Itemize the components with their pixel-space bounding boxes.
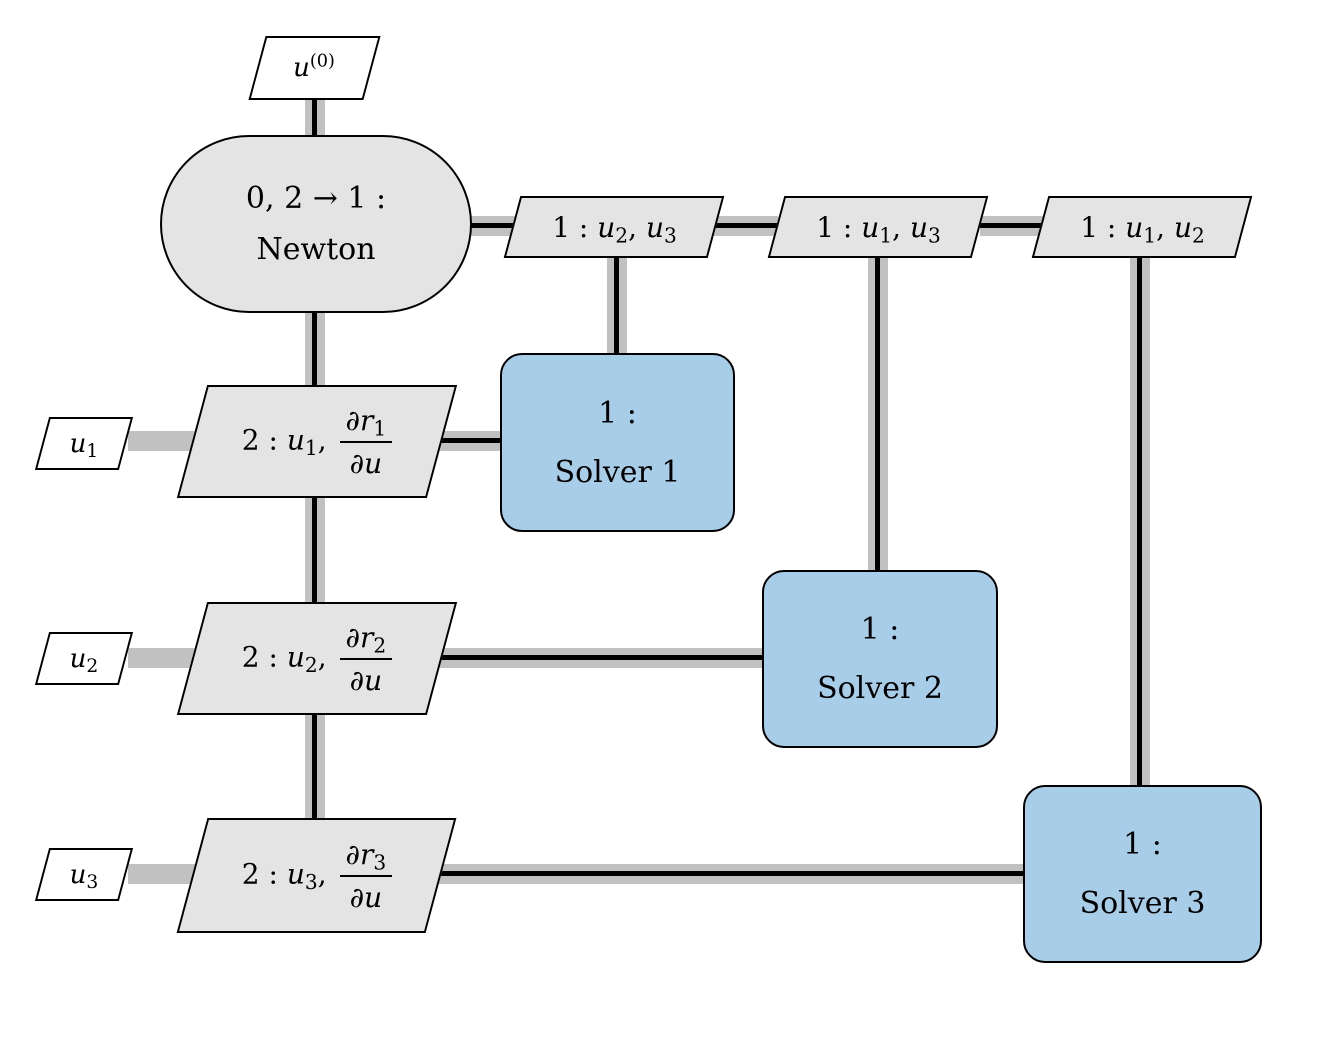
output-1-label: 1 : u2, u3	[552, 210, 677, 248]
newton-output-node-2: 1 : u1, u3	[768, 196, 989, 258]
newton-step-label: 0, 2 → 1 :	[245, 181, 387, 216]
input-u1-node: u1	[35, 417, 133, 470]
input-u0-node: u(0)	[248, 36, 380, 100]
jacobian-fraction-3: ∂r3∂u	[339, 838, 393, 914]
solver-1-node: 1 : Solver 1	[500, 353, 735, 532]
process-line-res2-res3	[312, 711, 317, 823]
solver-2-node: 1 : Solver 2	[762, 570, 998, 748]
output-2-label: 1 : u1, u3	[816, 210, 941, 248]
newton-name-label: Newton	[256, 232, 376, 267]
process-line-out2-out3	[980, 223, 1048, 228]
newton-output-node-3: 1 : u1, u2	[1032, 196, 1253, 258]
output-3-label: 1 : u1, u2	[1080, 210, 1205, 248]
solver-3-step-label: 1 :	[1123, 827, 1162, 862]
process-line-out1-out2	[708, 223, 778, 228]
residual-2-label: 2 : u2, ∂r2∂u	[242, 621, 393, 697]
solver-3-node: 1 : Solver 3	[1023, 785, 1262, 963]
solver-2-step-label: 1 :	[860, 612, 900, 647]
process-line-res3-solver3	[436, 871, 1029, 876]
process-line-out3-solver3	[1137, 254, 1142, 789]
residual-1-label: 2 : u1, ∂r1∂u	[242, 404, 393, 480]
u0-label: u(0)	[293, 51, 335, 83]
process-line-res1-res2	[312, 494, 317, 606]
process-line-newton-res1	[312, 310, 317, 390]
jacobian-fraction-1: ∂r1∂u	[339, 404, 393, 480]
u2-label: u2	[69, 643, 99, 677]
process-line-res1-solver1	[436, 438, 506, 443]
residual-3-label: 2 : u3, ∂r3∂u	[242, 838, 393, 914]
newton-output-node-1: 1 : u2, u3	[504, 196, 725, 258]
residual-node-3: 2 : u3, ∂r3∂u	[177, 818, 457, 933]
process-line-u0-newton	[312, 98, 317, 138]
solver-1-step-label: 1 :	[598, 395, 637, 431]
process-line-newton-out1	[466, 223, 518, 228]
solver-1-name-label: Solver 1	[554, 454, 681, 490]
solver-2-name-label: Solver 2	[817, 671, 943, 706]
jacobian-fraction-2: ∂r2∂u	[339, 621, 393, 697]
process-line-res2-solver2	[436, 655, 768, 660]
input-u2-node: u2	[35, 632, 133, 685]
residual-node-1: 2 : u1, ∂r1∂u	[177, 385, 457, 498]
newton-driver-node: 0, 2 → 1 : Newton	[160, 135, 472, 313]
process-line-out1-solver1	[614, 254, 619, 358]
solver-3-name-label: Solver 3	[1079, 886, 1206, 921]
input-u3-node: u3	[35, 848, 133, 901]
process-line-out2-solver2	[875, 254, 880, 574]
u3-label: u3	[69, 859, 99, 893]
u1-label: u1	[69, 428, 99, 462]
residual-node-2: 2 : u2, ∂r2∂u	[177, 602, 457, 715]
